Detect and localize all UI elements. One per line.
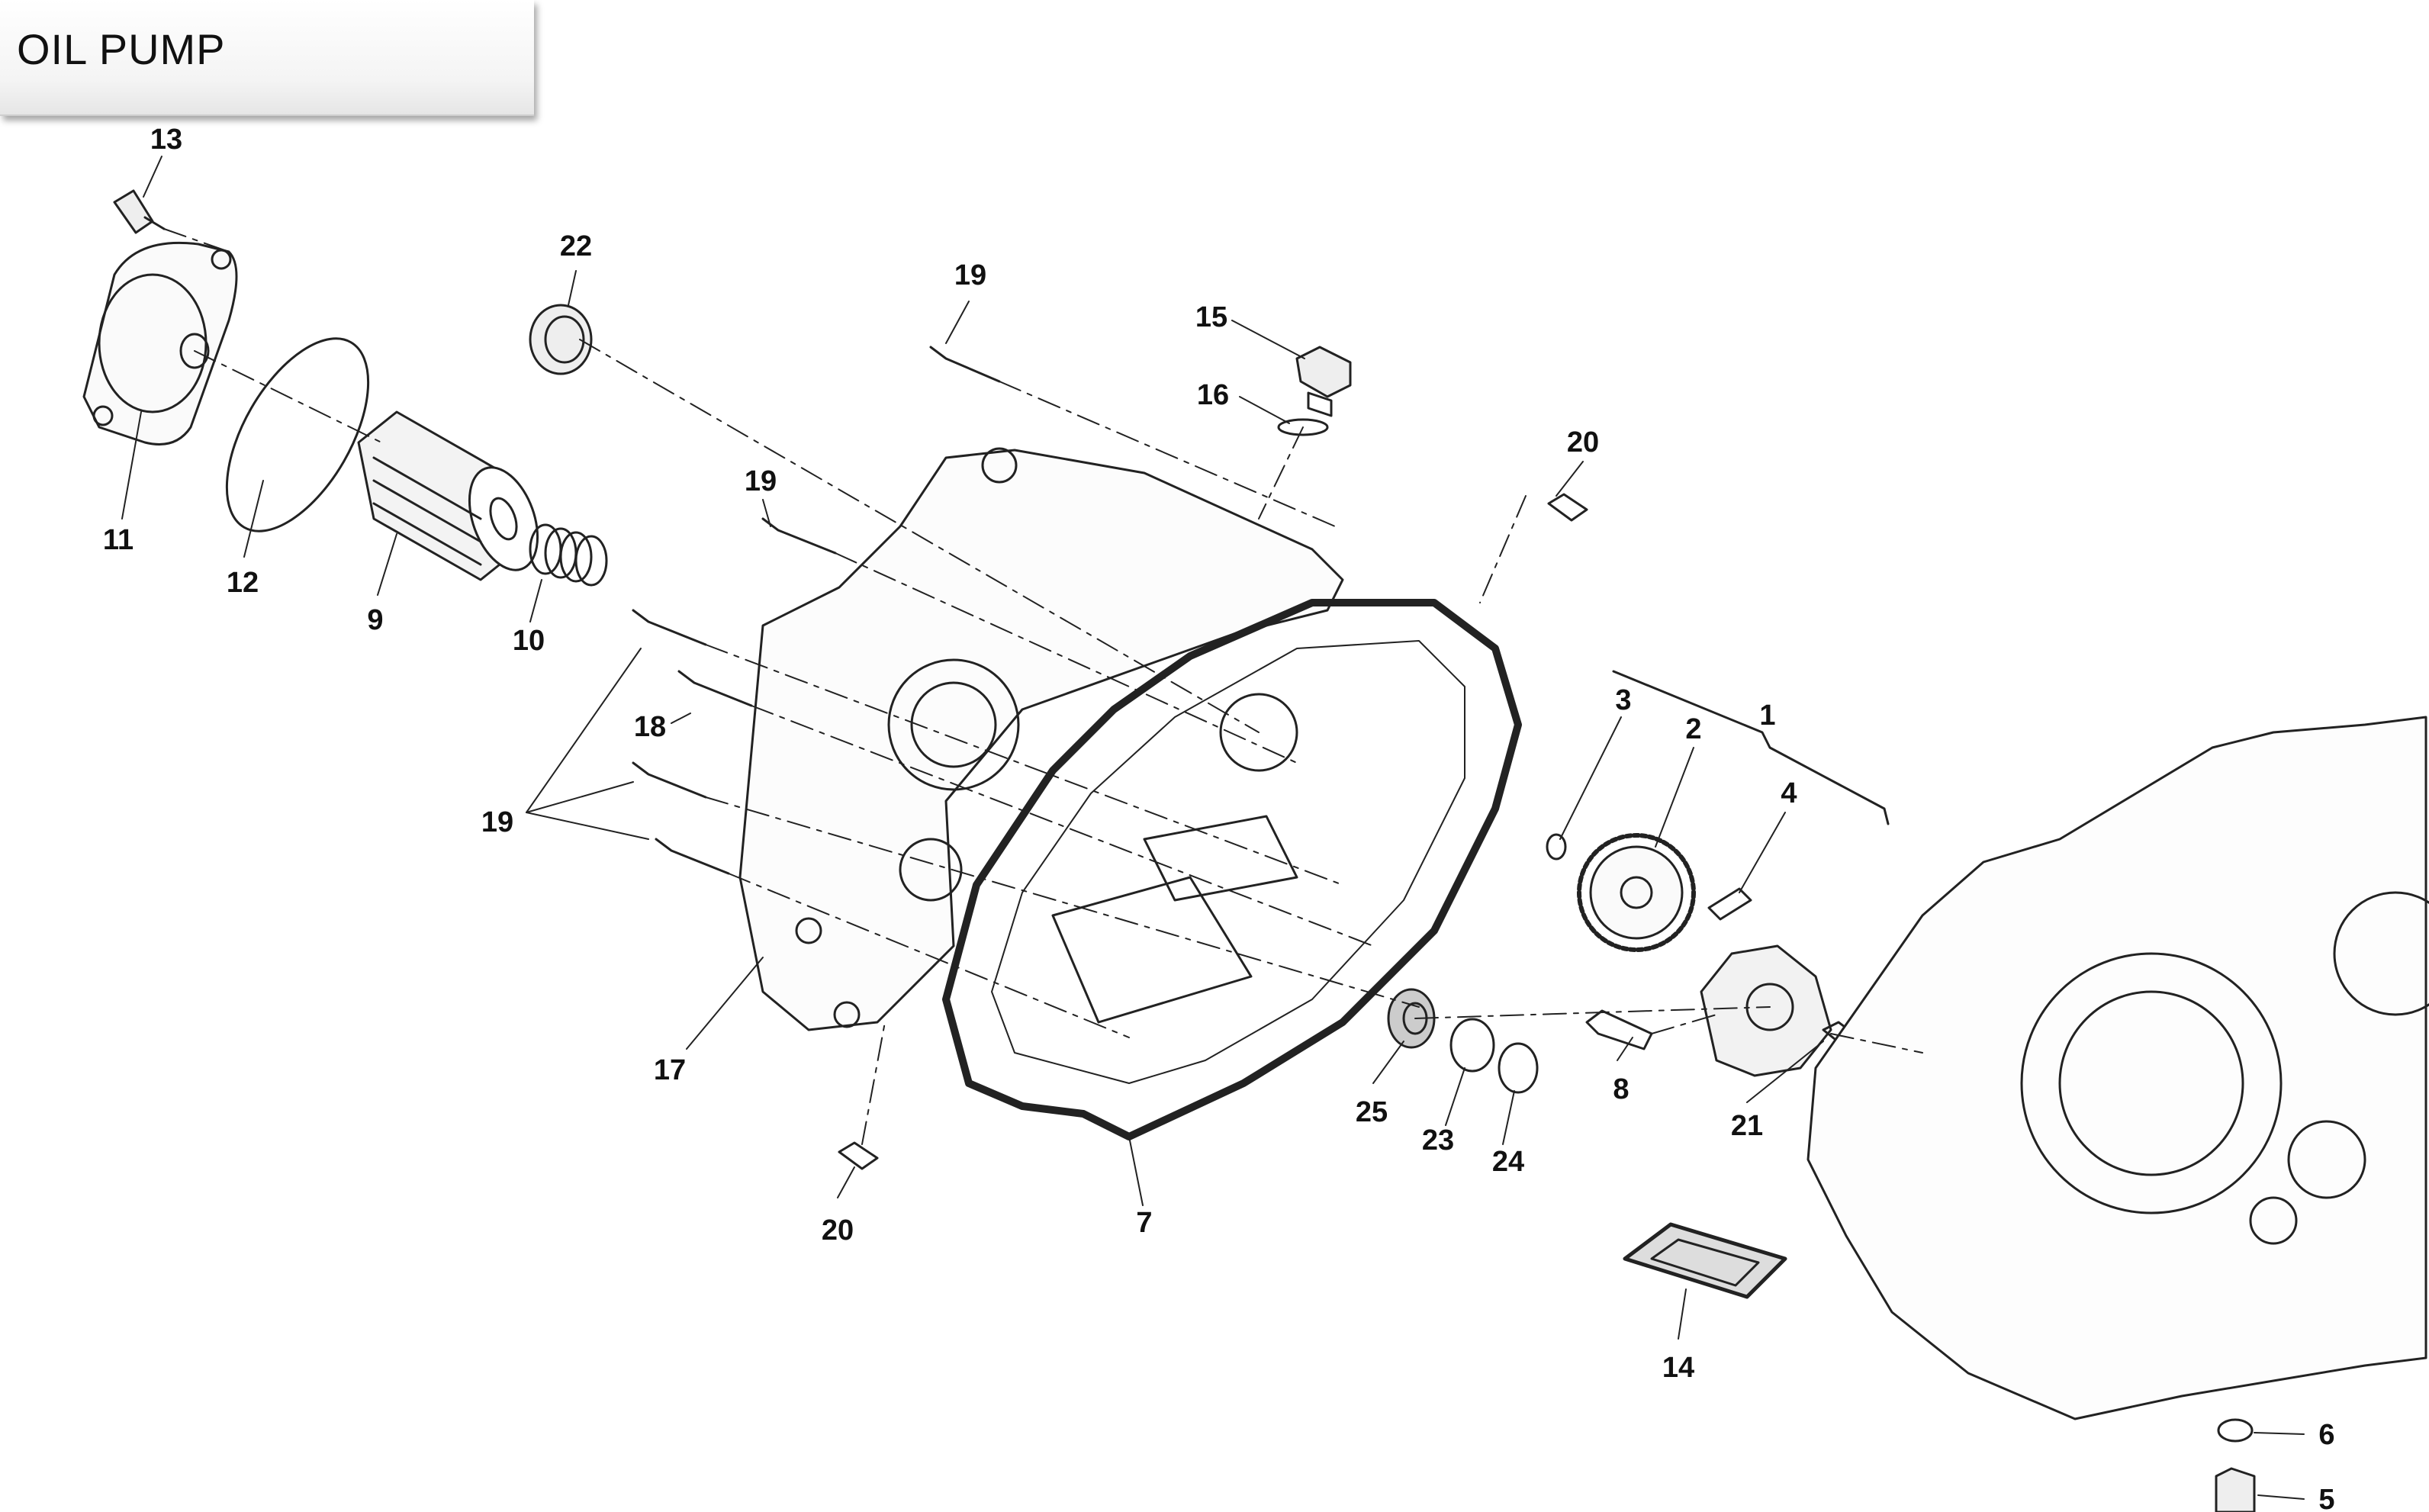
strainer-14 — [1623, 1222, 1787, 1299]
drain-plug-5 — [2215, 1467, 2256, 1512]
oil-filter-cover — [82, 241, 238, 446]
callout-10: 10 — [513, 625, 545, 657]
assembly-bracket-1 — [1612, 670, 1890, 825]
callout-1: 1 — [1759, 700, 1775, 732]
crankcase-cover-17 — [738, 447, 1344, 1031]
seal-25 — [1387, 988, 1436, 1049]
callout-3: 3 — [1615, 684, 1631, 716]
callout-20-bottom: 20 — [822, 1214, 854, 1247]
gasket-7 — [942, 599, 1522, 1140]
callout-19-top: 19 — [954, 259, 986, 291]
o-ring-16 — [1277, 418, 1329, 436]
callout-13: 13 — [150, 124, 182, 156]
dowel-20-upper — [1547, 493, 1588, 522]
callout-20-top: 20 — [1567, 426, 1599, 458]
callout-16: 16 — [1197, 379, 1229, 411]
callout-5: 5 — [2318, 1484, 2334, 1512]
callout-11: 11 — [103, 524, 134, 556]
callout-9: 9 — [367, 604, 383, 636]
bolts-19-18 — [632, 346, 1001, 875]
plug-22 — [529, 304, 593, 375]
bolt-13 — [113, 189, 166, 234]
callout-18: 18 — [634, 711, 666, 743]
oil-filter-9 — [357, 410, 539, 581]
washer-23 — [1449, 1018, 1495, 1073]
callout-24: 24 — [1492, 1146, 1524, 1178]
oil-pump-body — [1700, 944, 1832, 1077]
o-ring-12 — [225, 337, 370, 532]
callout-25: 25 — [1356, 1096, 1388, 1128]
gear-2 — [1577, 833, 1696, 952]
crankcase-half — [1806, 716, 2429, 1420]
circlip-24 — [1498, 1042, 1539, 1094]
callout-19-left: 19 — [481, 806, 513, 838]
callout-19-mid: 19 — [745, 465, 777, 497]
callout-23: 23 — [1422, 1124, 1454, 1157]
bolt-8 — [1585, 1009, 1653, 1050]
callout-4: 4 — [1781, 777, 1797, 809]
oil-filler-plug-15 — [1295, 346, 1352, 417]
callout-8: 8 — [1613, 1073, 1629, 1105]
callout-12: 12 — [227, 567, 259, 599]
callout-21: 21 — [1731, 1110, 1763, 1142]
callout-14: 14 — [1662, 1352, 1694, 1384]
callout-15: 15 — [1195, 301, 1227, 333]
callout-6: 6 — [2318, 1419, 2334, 1451]
assembly-lines — [163, 228, 1923, 1145]
callout-2: 2 — [1685, 713, 1701, 745]
pin-4 — [1707, 887, 1752, 921]
page-title: OIL PUMP — [17, 25, 226, 73]
callout-17: 17 — [654, 1054, 686, 1086]
spring-10 — [529, 523, 608, 587]
washer-6 — [2217, 1418, 2254, 1443]
callout-7: 7 — [1136, 1207, 1152, 1239]
page-title-tab: OIL PUMP — [0, 0, 534, 116]
circlip-3 — [1546, 833, 1567, 861]
dowel-20-lower — [838, 1141, 879, 1170]
leader-lines — [121, 156, 2305, 1500]
callout-22: 22 — [560, 230, 592, 262]
